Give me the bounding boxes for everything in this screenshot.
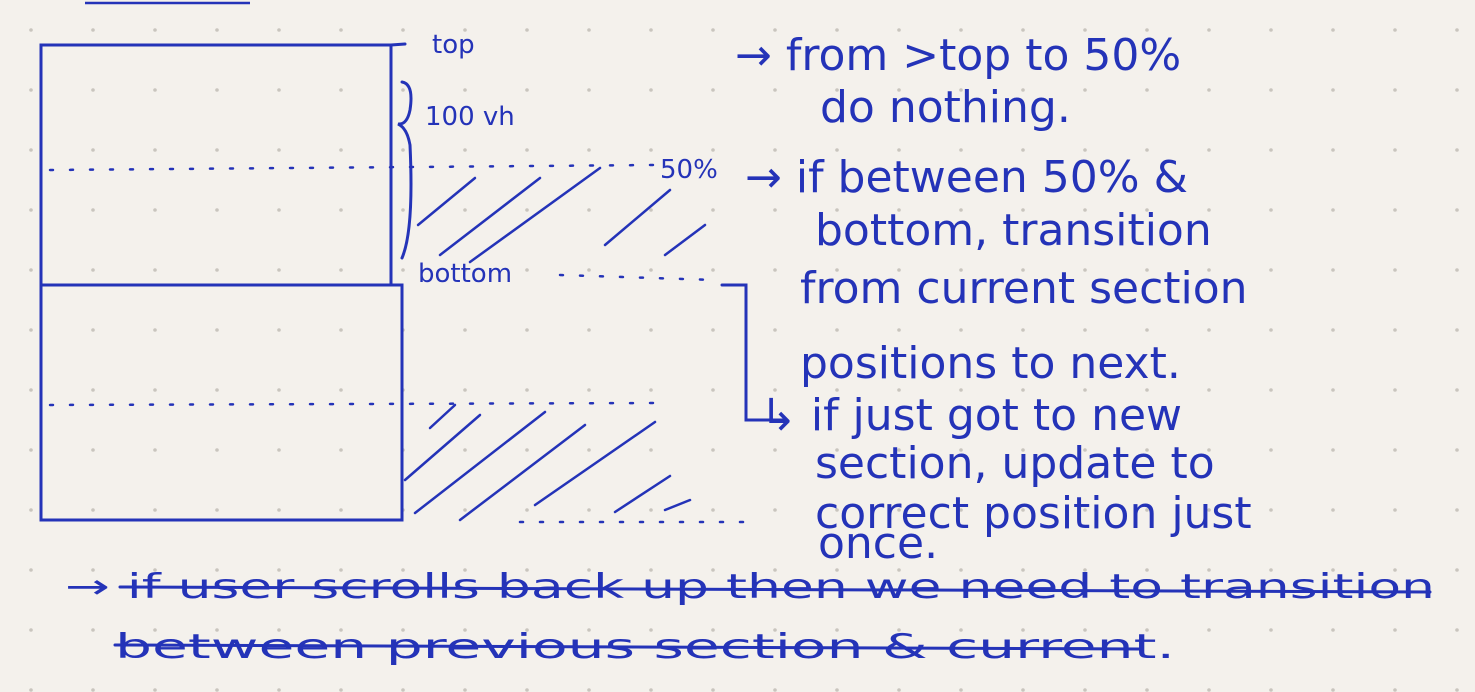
note-3-line-4: once. — [818, 518, 938, 569]
note-2-line-4: positions to next. — [800, 338, 1181, 389]
transition-zone-hatching-upper — [416, 166, 707, 264]
brace-100vh — [397, 80, 413, 260]
note-3-line-1: ↳ if just got to new — [760, 390, 1182, 441]
note-2-line-3: from current section — [800, 263, 1248, 314]
label-bottom: bottom — [418, 259, 512, 289]
midpoint-dotted-line-bottom — [48, 401, 662, 407]
label-50-percent: 50% — [660, 155, 718, 185]
section-box-bottom — [39, 283, 404, 522]
midpoint-dotted-line-top — [48, 163, 657, 172]
bracket-arrow — [720, 283, 787, 422]
transition-zone-hatching-lower — [403, 403, 692, 522]
note-3-line-2: section, update to — [815, 438, 1215, 489]
note-2-line-2: bottom, transition — [815, 205, 1212, 256]
label-100vh: 100 vh — [425, 102, 515, 132]
note-2-line-1: → if between 50% & — [745, 152, 1188, 203]
note-1-line-1: → from >top to 50% — [735, 30, 1181, 81]
strikethrough-lines — [113, 585, 1432, 651]
note-1-line-2: do nothing. — [820, 82, 1071, 133]
label-top: top — [432, 30, 475, 60]
note-3-line-3: correct position just — [815, 488, 1252, 539]
top-marker-tick — [389, 42, 407, 47]
